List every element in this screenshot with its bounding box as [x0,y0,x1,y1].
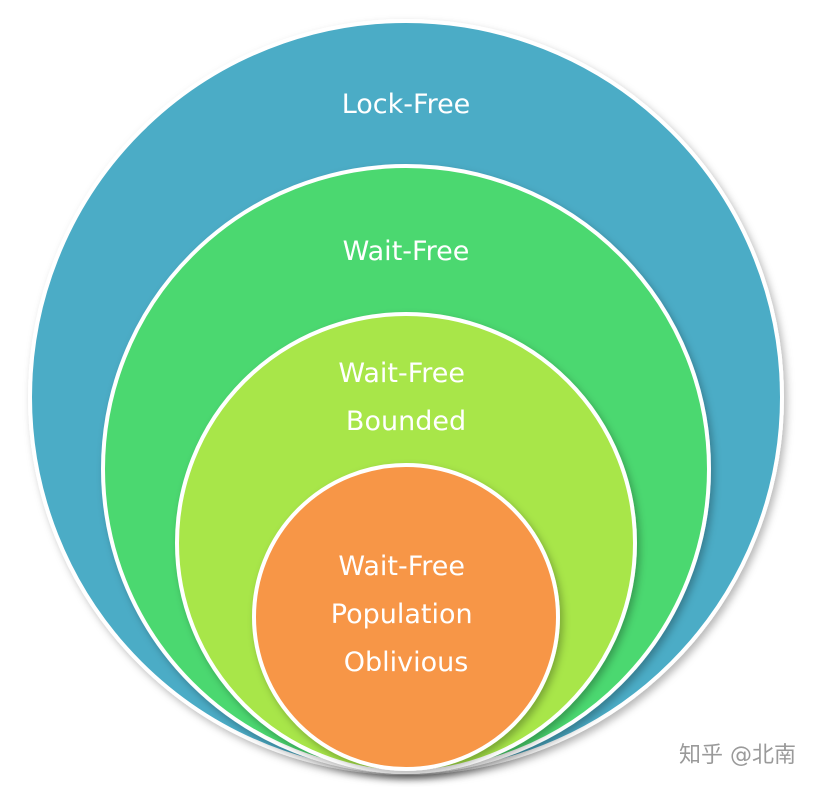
circle-lock-free-label: Lock-Free [342,89,471,120]
circle-label-line: Population [331,599,473,630]
circle-wait-free-population-oblivious: Wait-Free Population Oblivious [252,463,560,771]
circle-wait-free-label: Wait-Free [343,236,470,267]
circle-wait-free-population-oblivious-shape [252,463,560,771]
circle-label-line: Oblivious [344,647,469,678]
circle-wait-free-bounded-label: Wait-Free Bounded [338,358,473,437]
watermark-text: 知乎 @北南 [679,743,796,768]
circle-label-line: Wait-Free [343,236,470,267]
circle-label-line: Lock-Free [342,89,471,120]
circle-label-line: Bounded [346,406,466,437]
circle-label-line: Wait-Free [338,551,465,582]
circle-label-line: Wait-Free [338,358,465,389]
circle-wait-free-population-oblivious-label: Wait-Free Population Oblivious [331,551,481,678]
